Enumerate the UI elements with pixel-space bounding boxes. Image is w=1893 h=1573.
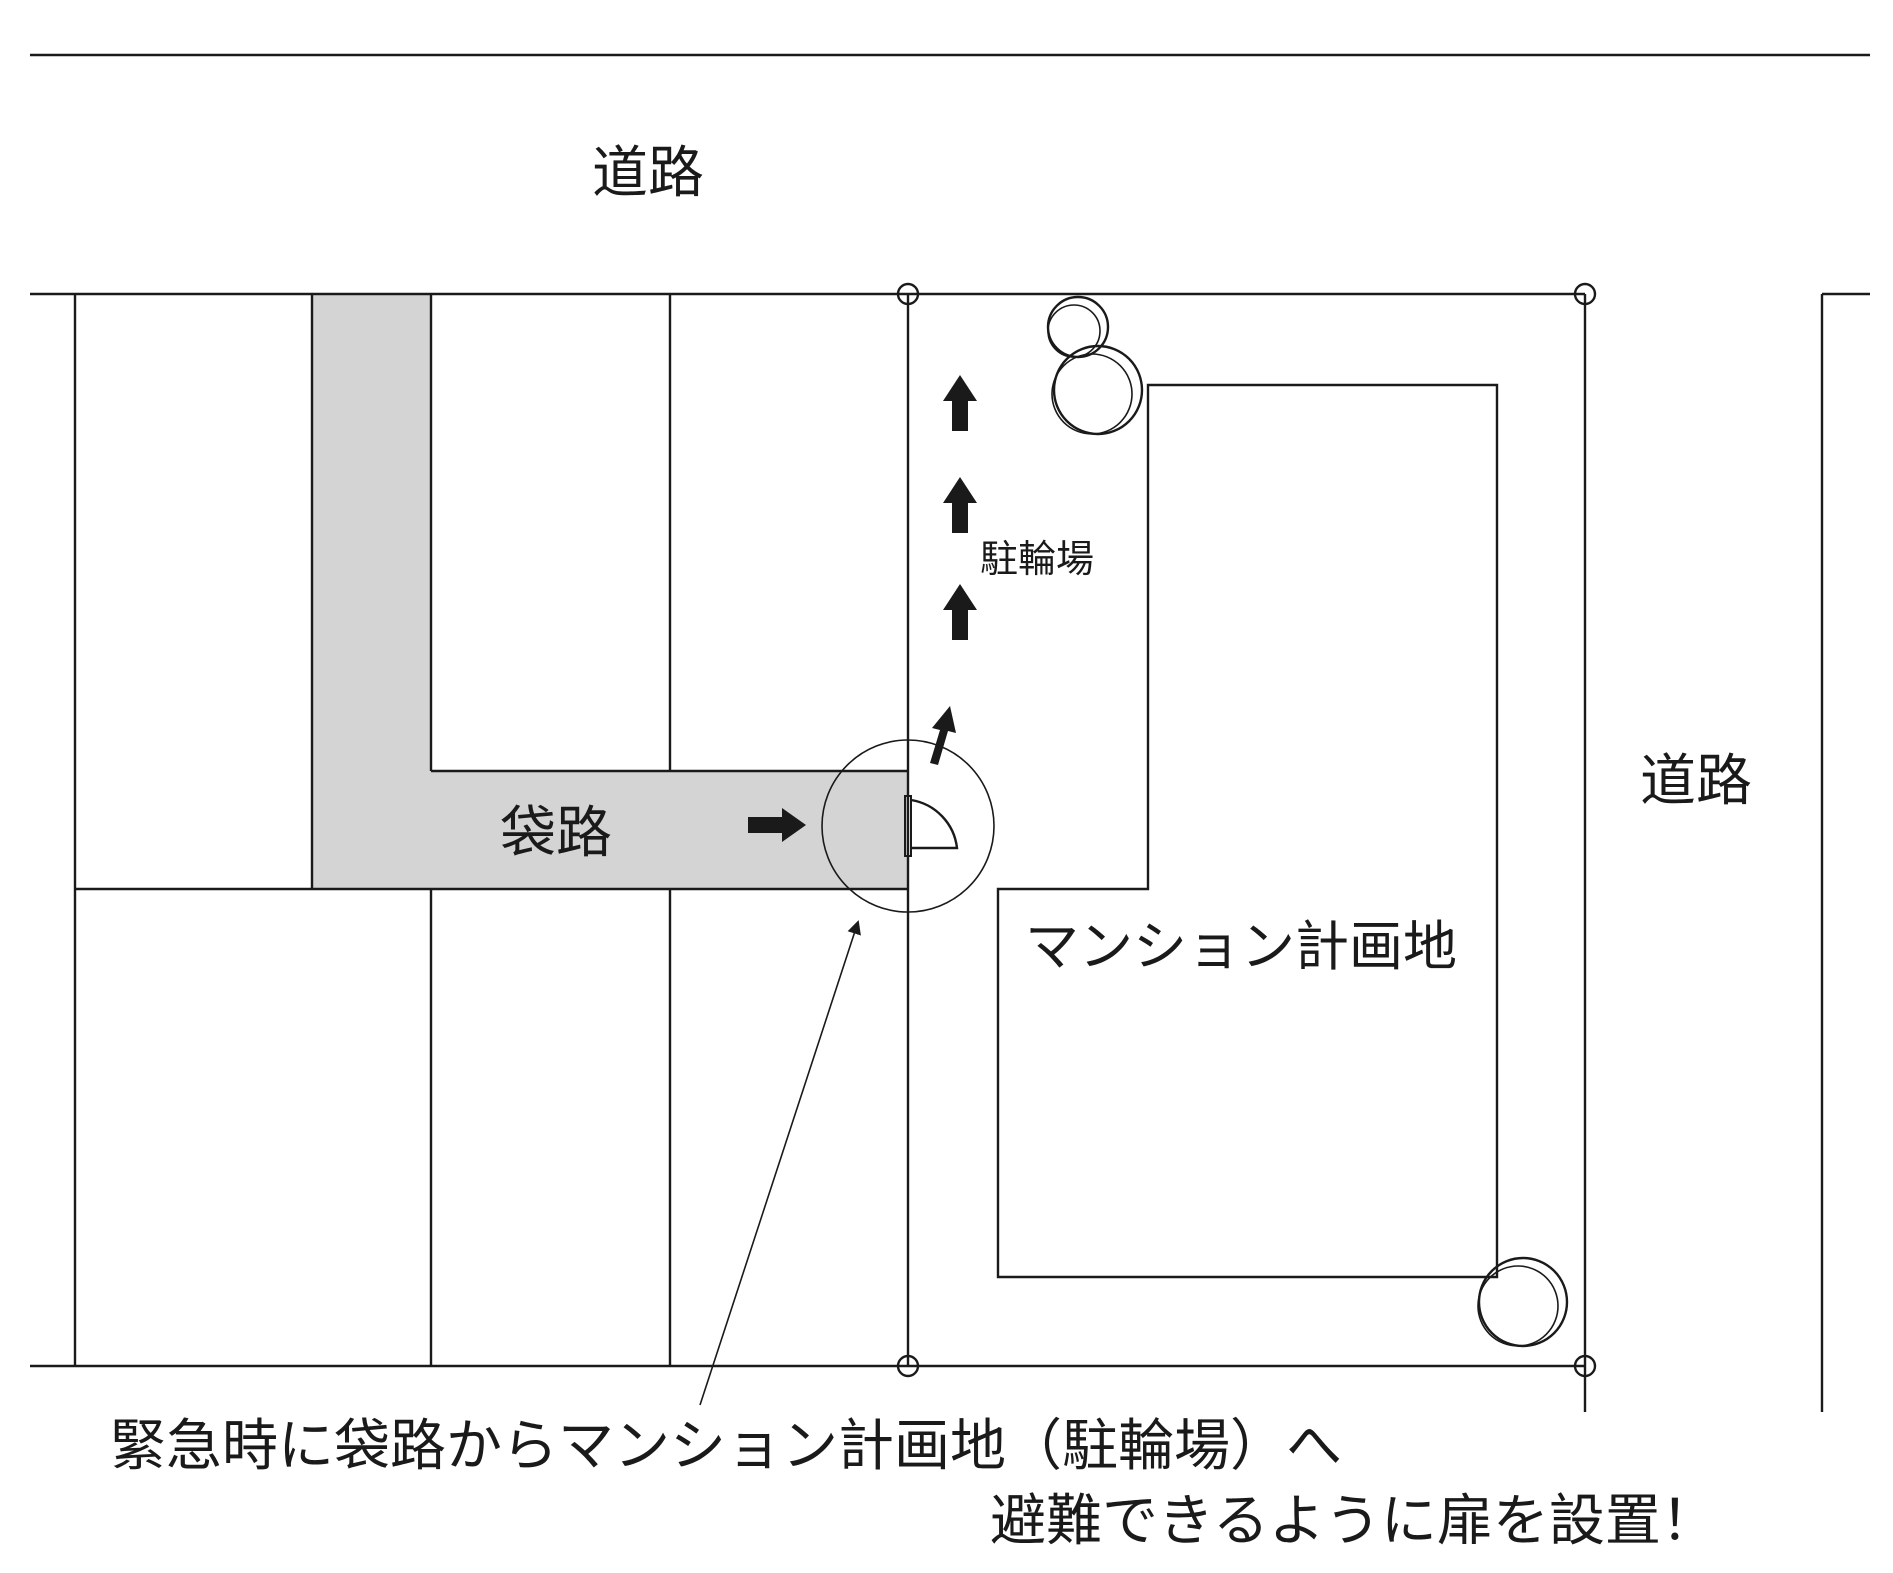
arrow-up-icon bbox=[943, 375, 977, 431]
tree-icon bbox=[1477, 1265, 1559, 1347]
corner-marker bbox=[896, 282, 920, 306]
site-label: マンション計画地 bbox=[1025, 915, 1457, 978]
door-icon bbox=[904, 795, 912, 857]
arrow-up-icon bbox=[943, 584, 977, 640]
corner-marker bbox=[896, 1354, 920, 1378]
caption-line-2: 避難できるように扉を設置！ bbox=[990, 1489, 1717, 1554]
tree-icon bbox=[1047, 304, 1101, 358]
arrow-up-right-icon bbox=[930, 706, 956, 765]
corner-marker bbox=[1573, 1354, 1597, 1378]
bicycle-parking-label: 駐輪場 bbox=[980, 537, 1094, 581]
door-swing-circle bbox=[821, 739, 995, 913]
tree-icon bbox=[1477, 1256, 1569, 1348]
corner-marker bbox=[1573, 282, 1597, 306]
leader-line bbox=[699, 920, 861, 1406]
building-footprint bbox=[996, 383, 1499, 1279]
arrow-right-icon bbox=[748, 808, 806, 842]
tree-icon bbox=[1052, 344, 1144, 436]
caption-line-1: 緊急時に袋路からマンション計画地（駐輪場）へ bbox=[110, 1414, 1342, 1479]
door-swing-arc bbox=[910, 798, 959, 850]
alley-label: 袋路 bbox=[500, 801, 612, 866]
road-label-top: 道路 bbox=[592, 141, 704, 206]
alley-area bbox=[312, 294, 908, 889]
road-label-right: 道路 bbox=[1640, 749, 1752, 814]
arrow-up-icon bbox=[943, 477, 977, 533]
tree-icon bbox=[1051, 353, 1133, 435]
